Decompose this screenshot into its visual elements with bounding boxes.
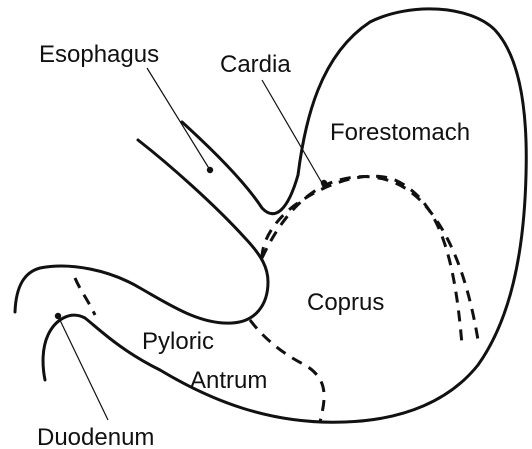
stomach-lesser-curvature bbox=[15, 266, 268, 323]
esophagus-label: Esophagus bbox=[39, 41, 159, 68]
forestomach-boundary bbox=[262, 176, 462, 345]
cardia-label: Cardia bbox=[220, 51, 291, 78]
coprus-label: Coprus bbox=[307, 289, 384, 316]
duodenum-marker-dot bbox=[55, 313, 61, 319]
forestomach-label: Forestomach bbox=[330, 119, 470, 146]
esophagus-left-wall bbox=[138, 140, 268, 282]
duodenum-label: Duodenum bbox=[37, 424, 154, 449]
esophagus-right-wall bbox=[182, 122, 298, 214]
pyloric-label: Pyloric bbox=[142, 328, 214, 355]
pylorus-boundary bbox=[75, 278, 95, 315]
cardia-leader-line bbox=[262, 80, 322, 183]
esophagus-marker-dot bbox=[207, 167, 213, 173]
cardia-marker-dot bbox=[321, 180, 327, 186]
antrum-label: Antrum bbox=[190, 367, 267, 394]
